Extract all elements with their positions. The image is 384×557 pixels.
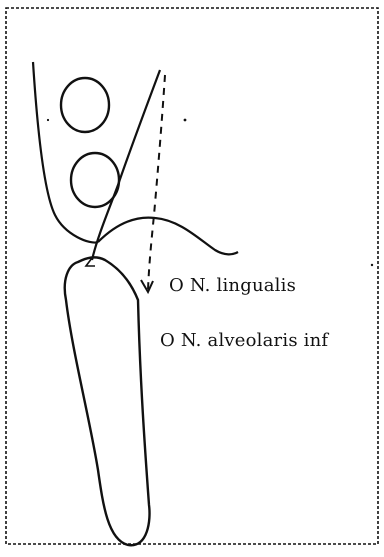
wavy-contour (98, 218, 238, 255)
upper-circle (61, 78, 109, 132)
speck-dot (47, 119, 49, 121)
speck-dot (184, 119, 187, 122)
upper-right-contour (92, 70, 160, 260)
lower-elongated-structure (65, 257, 150, 545)
speck-dot (371, 264, 373, 266)
label-n-alveolaris-inf: O N. alveolaris inf (160, 330, 328, 351)
nerve-dashed-path (148, 75, 165, 290)
label-n-lingualis: O N. lingualis (169, 275, 296, 296)
lower-circle (71, 153, 119, 207)
nerve-arrowhead (141, 280, 153, 292)
